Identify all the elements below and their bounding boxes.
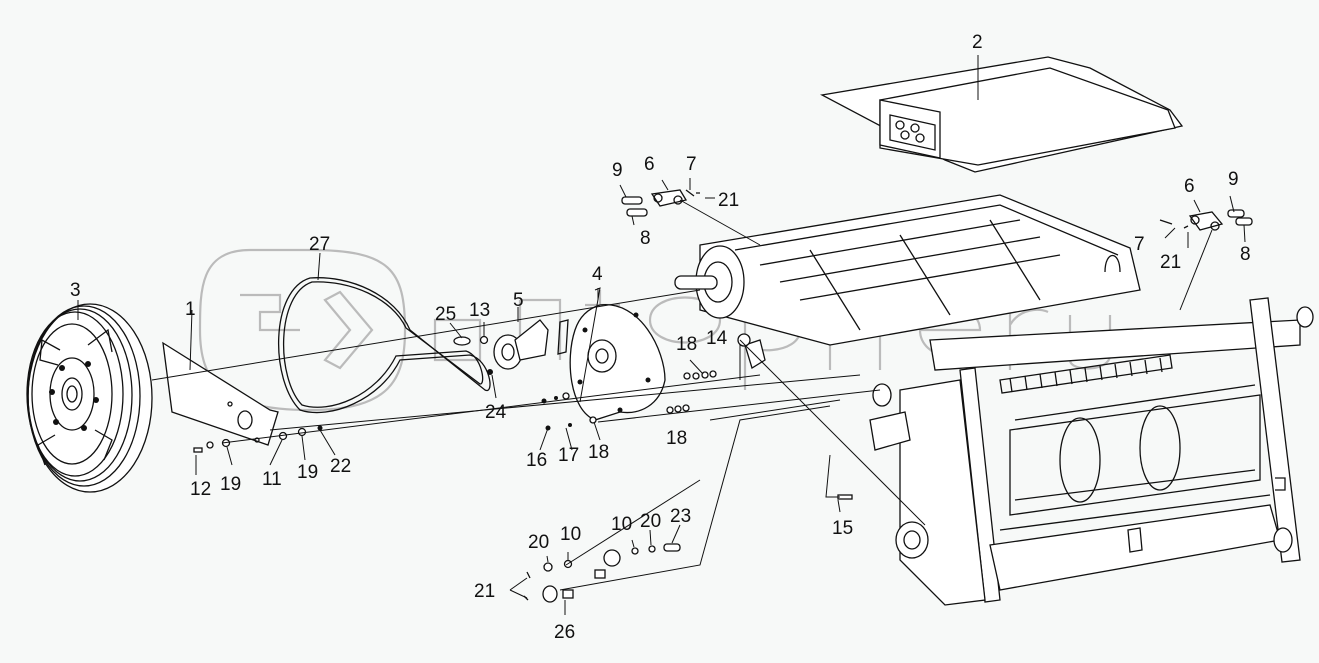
callout-2: 2 bbox=[972, 32, 983, 53]
leader-lines bbox=[77, 55, 1246, 615]
callout-21-right: 21 bbox=[1160, 252, 1181, 273]
callout-10-right: 10 bbox=[611, 514, 632, 535]
callout-20-right: 20 bbox=[640, 511, 661, 532]
callout-3: 3 bbox=[70, 280, 81, 301]
hardware-pieces bbox=[193, 335, 853, 603]
callout-21-left: 21 bbox=[718, 190, 739, 211]
callout-15: 15 bbox=[832, 518, 853, 539]
callout-6-left: 6 bbox=[644, 154, 655, 175]
tensioner-part-5 bbox=[493, 319, 569, 370]
callout-22: 22 bbox=[330, 456, 351, 477]
bracket-part-1 bbox=[162, 341, 279, 446]
callout-9-left: 9 bbox=[612, 160, 623, 181]
callout-8-right: 8 bbox=[1240, 244, 1251, 265]
callout-20-left: 20 bbox=[528, 532, 549, 553]
callout-23: 23 bbox=[670, 506, 691, 527]
callout-12: 12 bbox=[190, 479, 211, 500]
belt-part-27 bbox=[278, 277, 491, 414]
callout-27: 27 bbox=[309, 234, 330, 255]
link-assembly-right bbox=[1159, 209, 1253, 231]
callout-7-right: 7 bbox=[1134, 234, 1145, 255]
callout-18-bottom: 18 bbox=[666, 428, 687, 449]
callout-4: 4 bbox=[592, 264, 603, 285]
tray-part-2 bbox=[819, 56, 1184, 173]
pulley-part-3 bbox=[26, 303, 153, 493]
callout-labels: 1 2 3 4 5 6 6 7 7 8 8 9 9 10 10 11 12 13… bbox=[70, 32, 1251, 643]
callout-6-right: 6 bbox=[1184, 176, 1195, 197]
callout-8-left: 8 bbox=[640, 228, 651, 249]
callout-13: 13 bbox=[469, 300, 490, 321]
link-assembly-left bbox=[621, 189, 700, 217]
callout-19-right: 19 bbox=[297, 462, 318, 483]
callout-7-left: 7 bbox=[686, 154, 697, 175]
callout-11: 11 bbox=[262, 469, 282, 490]
callout-18-left: 18 bbox=[588, 442, 609, 463]
callout-19-left: 19 bbox=[220, 474, 241, 495]
callout-17: 17 bbox=[558, 445, 579, 466]
callout-25: 25 bbox=[435, 304, 456, 325]
callout-14: 14 bbox=[706, 328, 728, 349]
callout-16: 16 bbox=[526, 450, 547, 471]
cover-part-4 bbox=[569, 304, 666, 421]
callout-26: 26 bbox=[554, 622, 575, 643]
callout-10-left: 10 bbox=[560, 524, 581, 545]
callout-21-bottom: 21 bbox=[474, 581, 495, 602]
callout-1: 1 bbox=[185, 299, 196, 320]
callout-5: 5 bbox=[513, 290, 524, 311]
main-frame-assembly bbox=[674, 194, 1314, 606]
callout-24: 24 bbox=[485, 402, 507, 423]
callout-18-top: 18 bbox=[676, 334, 697, 355]
callout-9-right: 9 bbox=[1228, 169, 1239, 190]
